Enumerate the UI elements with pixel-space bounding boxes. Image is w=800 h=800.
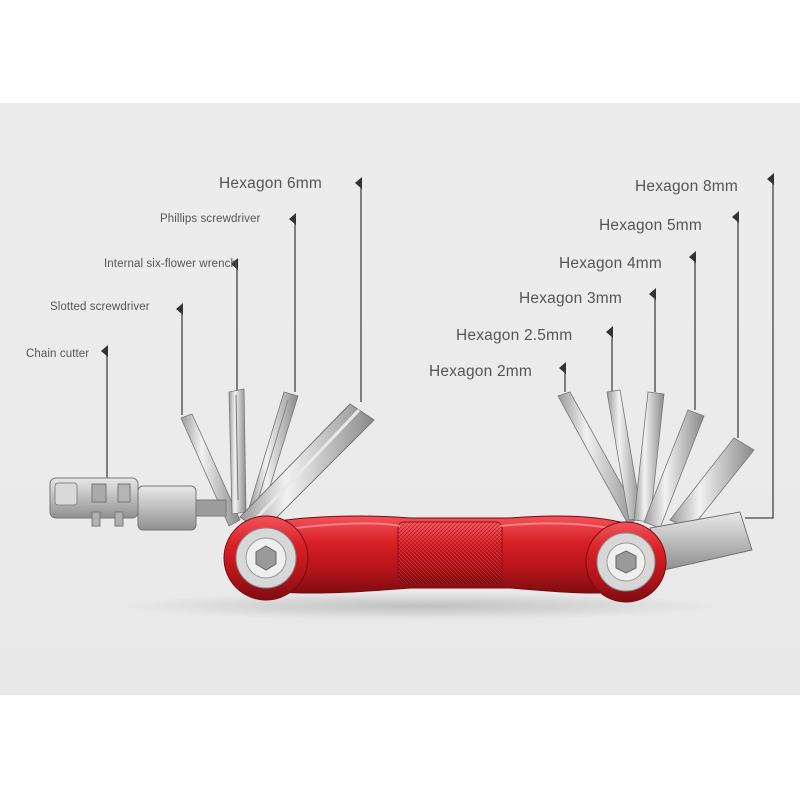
label-hexagon-2-5mm: Hexagon 2.5mm: [456, 327, 573, 344]
label-phillips-screwdriver: Phillips screwdriver: [160, 213, 261, 225]
label-hexagon-4mm: Hexagon 4mm: [559, 255, 662, 272]
chain-cutter: [49, 477, 227, 531]
label-hexagon-3mm: Hexagon 3mm: [519, 290, 622, 307]
label-hexagon-2mm: Hexagon 2mm: [429, 363, 532, 380]
label-internal-six-flower-wrench: Internal six-flower wrench: [104, 258, 237, 270]
leader-arrows: [101, 173, 774, 374]
label-hexagon-8mm: Hexagon 8mm: [635, 178, 738, 195]
right-bits: [557, 389, 755, 571]
label-slotted-screwdriver: Slotted screwdriver: [50, 301, 150, 313]
right-pivot: [585, 521, 667, 603]
leader-lines: [106, 178, 774, 519]
label-chain-cutter: Chain cutter: [26, 348, 90, 360]
left-pivot: [223, 515, 309, 601]
label-hexagon-5mm: Hexagon 5mm: [599, 217, 702, 234]
red-handle: [261, 515, 629, 594]
left-bits: [180, 388, 375, 533]
label-hexagon-6mm: Hexagon 6mm: [219, 175, 322, 192]
